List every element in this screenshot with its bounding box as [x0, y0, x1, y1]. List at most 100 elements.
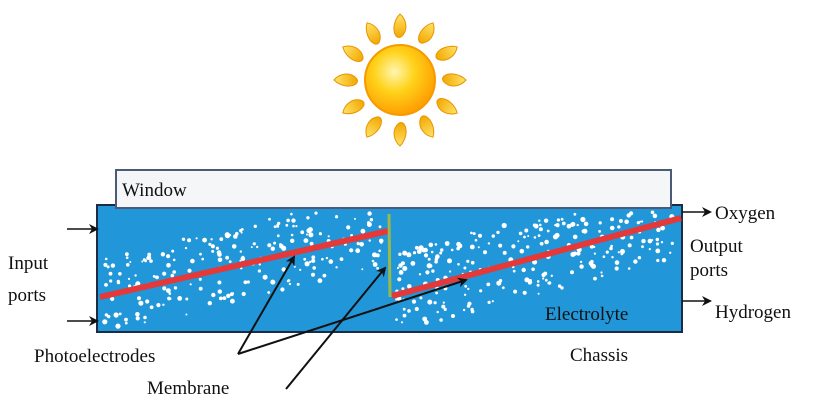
bubble [143, 321, 146, 324]
bubble [291, 218, 296, 223]
bubble [396, 266, 400, 270]
bubble [402, 313, 407, 318]
bubble [378, 238, 384, 244]
bubble [537, 292, 540, 295]
bubble [160, 252, 166, 257]
bubble [280, 287, 285, 292]
bubble [656, 258, 660, 263]
bubble [190, 258, 195, 264]
bubble [560, 286, 564, 290]
bubble [257, 269, 261, 273]
bubble [407, 284, 412, 289]
bubble [395, 298, 398, 301]
bubble [285, 223, 289, 227]
bubble [636, 221, 640, 225]
bubble [617, 251, 620, 254]
bubble [620, 249, 625, 254]
bubble [360, 228, 366, 234]
bubble [149, 305, 154, 310]
bubble [185, 297, 189, 301]
bubble [290, 233, 294, 237]
bubble [143, 315, 147, 320]
bubble [108, 271, 113, 276]
bubble [537, 234, 541, 238]
bubble [633, 259, 638, 264]
window-label: Window [122, 180, 187, 201]
bubble [273, 225, 277, 229]
bubble [450, 248, 454, 252]
bubble [466, 304, 471, 308]
bubble [573, 212, 577, 216]
bubble [184, 246, 188, 250]
bubble [655, 242, 660, 246]
bubble [469, 244, 475, 250]
bubble [533, 236, 537, 239]
bubble [557, 284, 562, 288]
bubble [641, 238, 646, 244]
bubble [524, 277, 530, 283]
bubble [627, 243, 632, 248]
bubble [241, 257, 246, 261]
sun-ray [419, 115, 435, 138]
bubble [346, 225, 351, 230]
membrane-line [387, 213, 392, 298]
bubble [225, 233, 230, 238]
bubble [134, 274, 137, 277]
bubble [522, 290, 527, 295]
chassis-label: Chassis [570, 345, 628, 366]
bubble [498, 243, 503, 248]
bubble [536, 283, 540, 287]
bubble [241, 291, 246, 297]
bubble [418, 273, 422, 276]
input-ports-label-line2: ports [8, 285, 46, 306]
bubble [435, 254, 440, 259]
bubble [419, 296, 423, 300]
bubble [104, 257, 108, 261]
bubble [442, 301, 445, 304]
bubble [478, 233, 482, 238]
hydrogen-label: Hydrogen [715, 302, 791, 323]
bubble [395, 318, 398, 321]
bubble [561, 221, 566, 226]
bubble [544, 239, 549, 245]
bubble [187, 238, 192, 243]
bubble [487, 300, 491, 304]
bubble [104, 283, 108, 287]
bubble [526, 245, 530, 249]
bubble [670, 241, 674, 245]
bubble [107, 314, 111, 319]
bubble [462, 308, 466, 312]
bubble [281, 245, 287, 251]
bubble [162, 271, 167, 276]
bubble [262, 274, 268, 280]
bubble [400, 261, 405, 266]
bubble [207, 301, 212, 306]
bubble [502, 250, 507, 255]
bubble [434, 243, 438, 246]
bubble [402, 266, 408, 271]
bubble [583, 221, 589, 227]
bubble [217, 280, 222, 285]
bubble [588, 260, 594, 266]
bubble [166, 264, 170, 268]
bubble [410, 261, 416, 266]
bubble [444, 241, 450, 246]
bubble [517, 240, 520, 243]
bubble [477, 246, 480, 249]
bubble [210, 238, 213, 241]
bubble [512, 269, 516, 273]
bubble [372, 252, 377, 258]
bubble [311, 272, 315, 277]
photoelectrodes-label: Photoelectrodes [34, 346, 155, 367]
bubble [378, 249, 382, 253]
bubble [312, 266, 317, 270]
bubble [572, 234, 578, 240]
bubble [617, 225, 621, 229]
bubble [647, 238, 653, 244]
bubble [501, 286, 505, 290]
bubble [311, 258, 316, 263]
bubble [544, 278, 548, 282]
bubble [641, 220, 644, 223]
bubble [295, 225, 298, 228]
pointer-photoelectrode-left [237, 255, 295, 355]
